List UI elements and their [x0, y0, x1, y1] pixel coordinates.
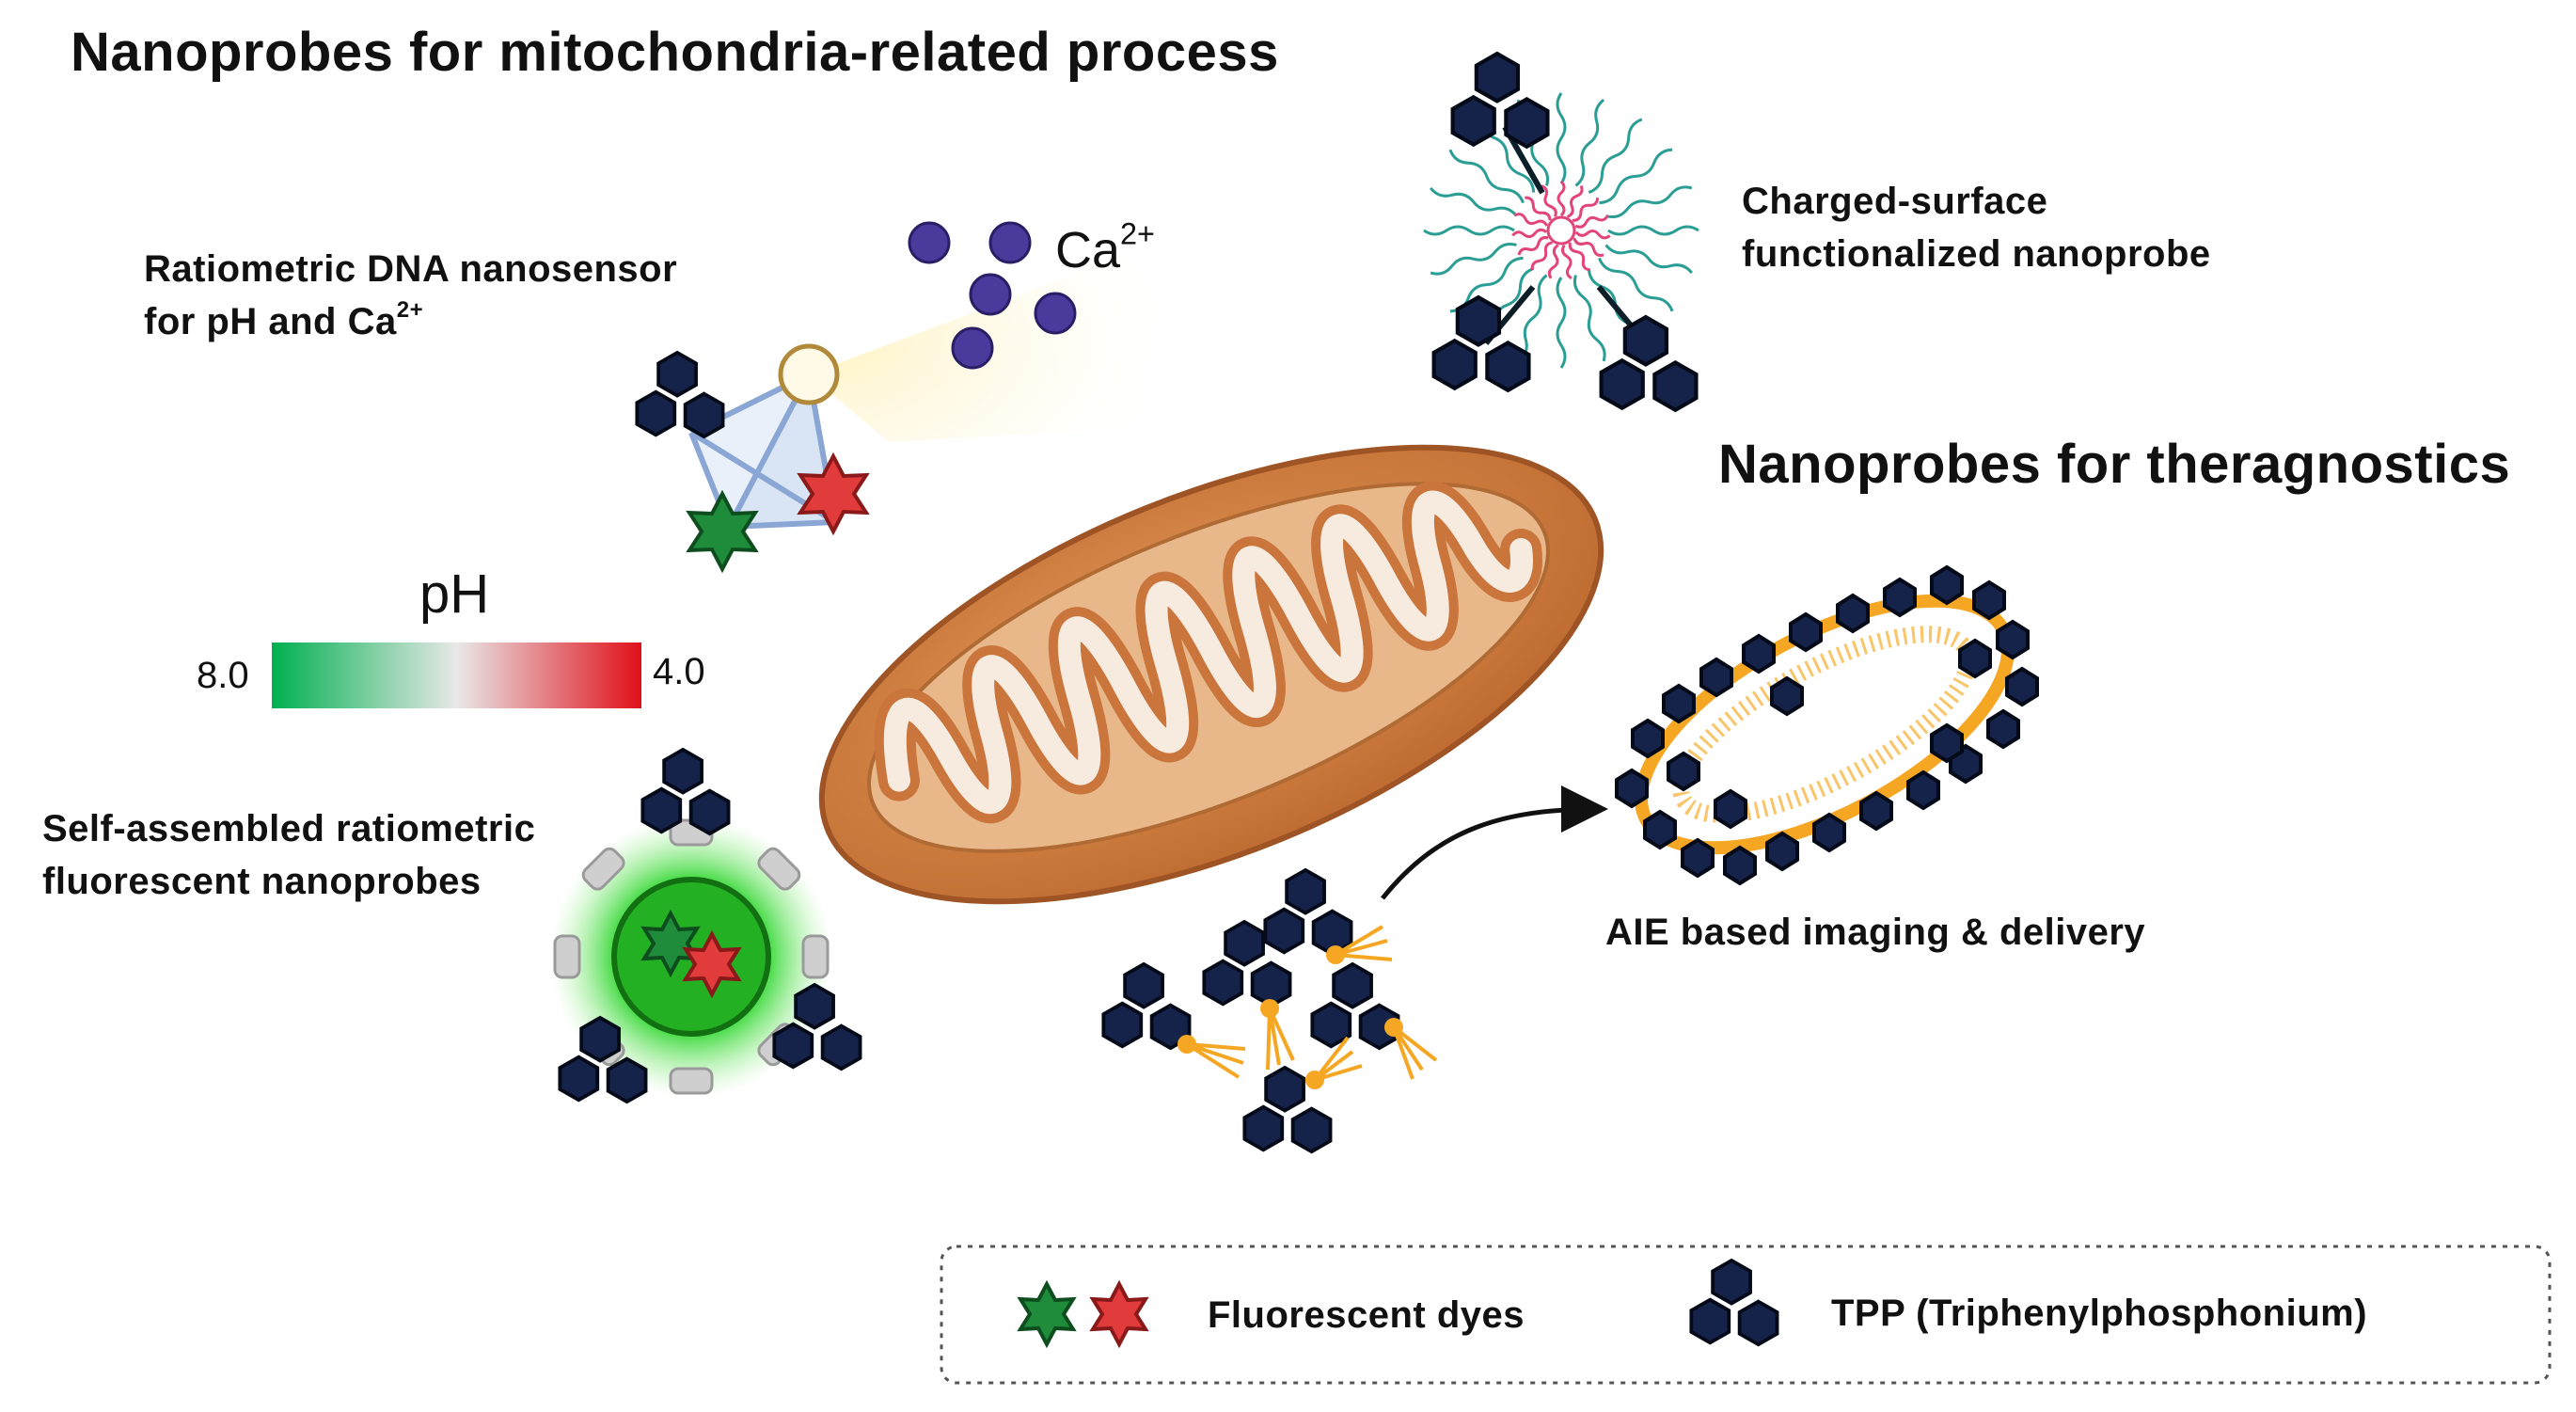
label-calcium: Ca2+ [1055, 219, 1155, 279]
red-dye-star [797, 452, 870, 536]
label-self-assembled: Self-assembled ratiometric fluorescent n… [42, 802, 535, 908]
title-mitochondria-process: Nanoprobes for mitochondria-related proc… [71, 22, 1279, 83]
self-assembled-nanoprobe-illustration [550, 816, 832, 1098]
ph-scale-left-value: 8.0 [197, 655, 249, 696]
ph-gradient-bar [272, 643, 641, 708]
label-dna-nanosensor-line2: for pH and Ca2+ [144, 295, 677, 348]
aie-arrow [1381, 785, 1608, 900]
label-calcium-sup: 2+ [1120, 216, 1155, 251]
legend-green-star-icon [1017, 1279, 1077, 1349]
label-dna-nanosensor-line2-text: for pH and Ca [144, 301, 397, 342]
label-charged-surface: Charged-surface functionalized nanoprobe [1742, 175, 2211, 280]
legend-dyes-label: Fluorescent dyes [1208, 1294, 1525, 1336]
label-dna-nanosensor-line1: Ratiometric DNA nanosensor [144, 248, 678, 290]
calcium-ions [908, 221, 1077, 370]
title-theragnostics: Nanoprobes for theragnostics [1718, 434, 2511, 495]
aie-free-molecules [1101, 868, 1438, 1154]
mitochondrion [818, 444, 1604, 905]
label-calcium-base: Ca [1055, 222, 1121, 278]
aie-aggregate-tpp-shell [1615, 564, 2039, 886]
label-self-assembled-line2: fluorescent nanoprobes [42, 861, 482, 902]
legend-red-star-icon [1089, 1279, 1149, 1349]
label-dna-nanosensor: Ratiometric DNA nanosensor for pH and Ca… [144, 243, 677, 348]
ph-scale-right-value: 4.0 [653, 651, 705, 692]
label-charged-surface-line1: Charged-surface [1742, 181, 2048, 222]
label-charged-surface-line2: functionalized nanoprobe [1742, 233, 2211, 275]
label-aie: AIE based imaging & delivery [1605, 912, 2146, 953]
charged-surface-nanoprobe-illustration [1423, 92, 1699, 369]
ph-scale-title: pH [419, 563, 490, 625]
legend-tpp-label: TPP (Triphenylphosphonium) [1831, 1293, 2368, 1334]
label-self-assembled-line1: Self-assembled ratiometric [42, 808, 536, 849]
green-dye-star [686, 489, 759, 574]
dna-nanosensor-illustration [635, 240, 1166, 574]
label-dna-nanosensor-sup: 2+ [396, 297, 424, 323]
